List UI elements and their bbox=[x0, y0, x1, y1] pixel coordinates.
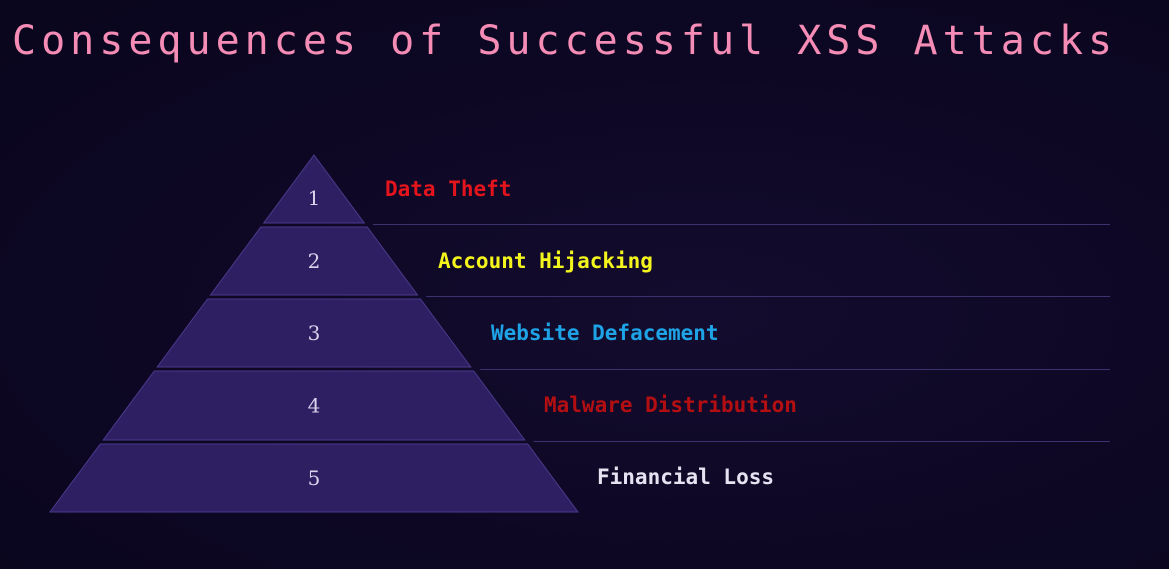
tier-label-3: Website Defacement bbox=[491, 321, 719, 345]
pyramid-tier-5 bbox=[49, 443, 579, 513]
pyramid-tiers bbox=[49, 154, 579, 513]
tier-number-5: 5 bbox=[308, 466, 321, 490]
tier-label-1: Data Theft bbox=[385, 177, 511, 201]
tier-number-1: 1 bbox=[308, 186, 321, 210]
pyramid-tier-3 bbox=[156, 298, 472, 368]
tier-number-2: 2 bbox=[308, 249, 321, 273]
tier-label-5: Financial Loss bbox=[597, 465, 774, 489]
tier-number-4: 4 bbox=[308, 394, 321, 418]
pyramid-tier-1 bbox=[262, 154, 366, 224]
tier-numbers: 1 2 3 4 5 bbox=[308, 186, 321, 490]
tier-label-2: Account Hijacking bbox=[438, 249, 653, 273]
tier-number-3: 3 bbox=[308, 321, 321, 345]
tier-label-4: Malware Distribution bbox=[544, 393, 797, 417]
page-title: Consequences of Successful XSS Attacks bbox=[12, 18, 1118, 64]
divider-lines bbox=[373, 224, 1110, 442]
pyramid-tier-4 bbox=[102, 370, 526, 441]
pyramid-tier-2 bbox=[209, 226, 419, 296]
